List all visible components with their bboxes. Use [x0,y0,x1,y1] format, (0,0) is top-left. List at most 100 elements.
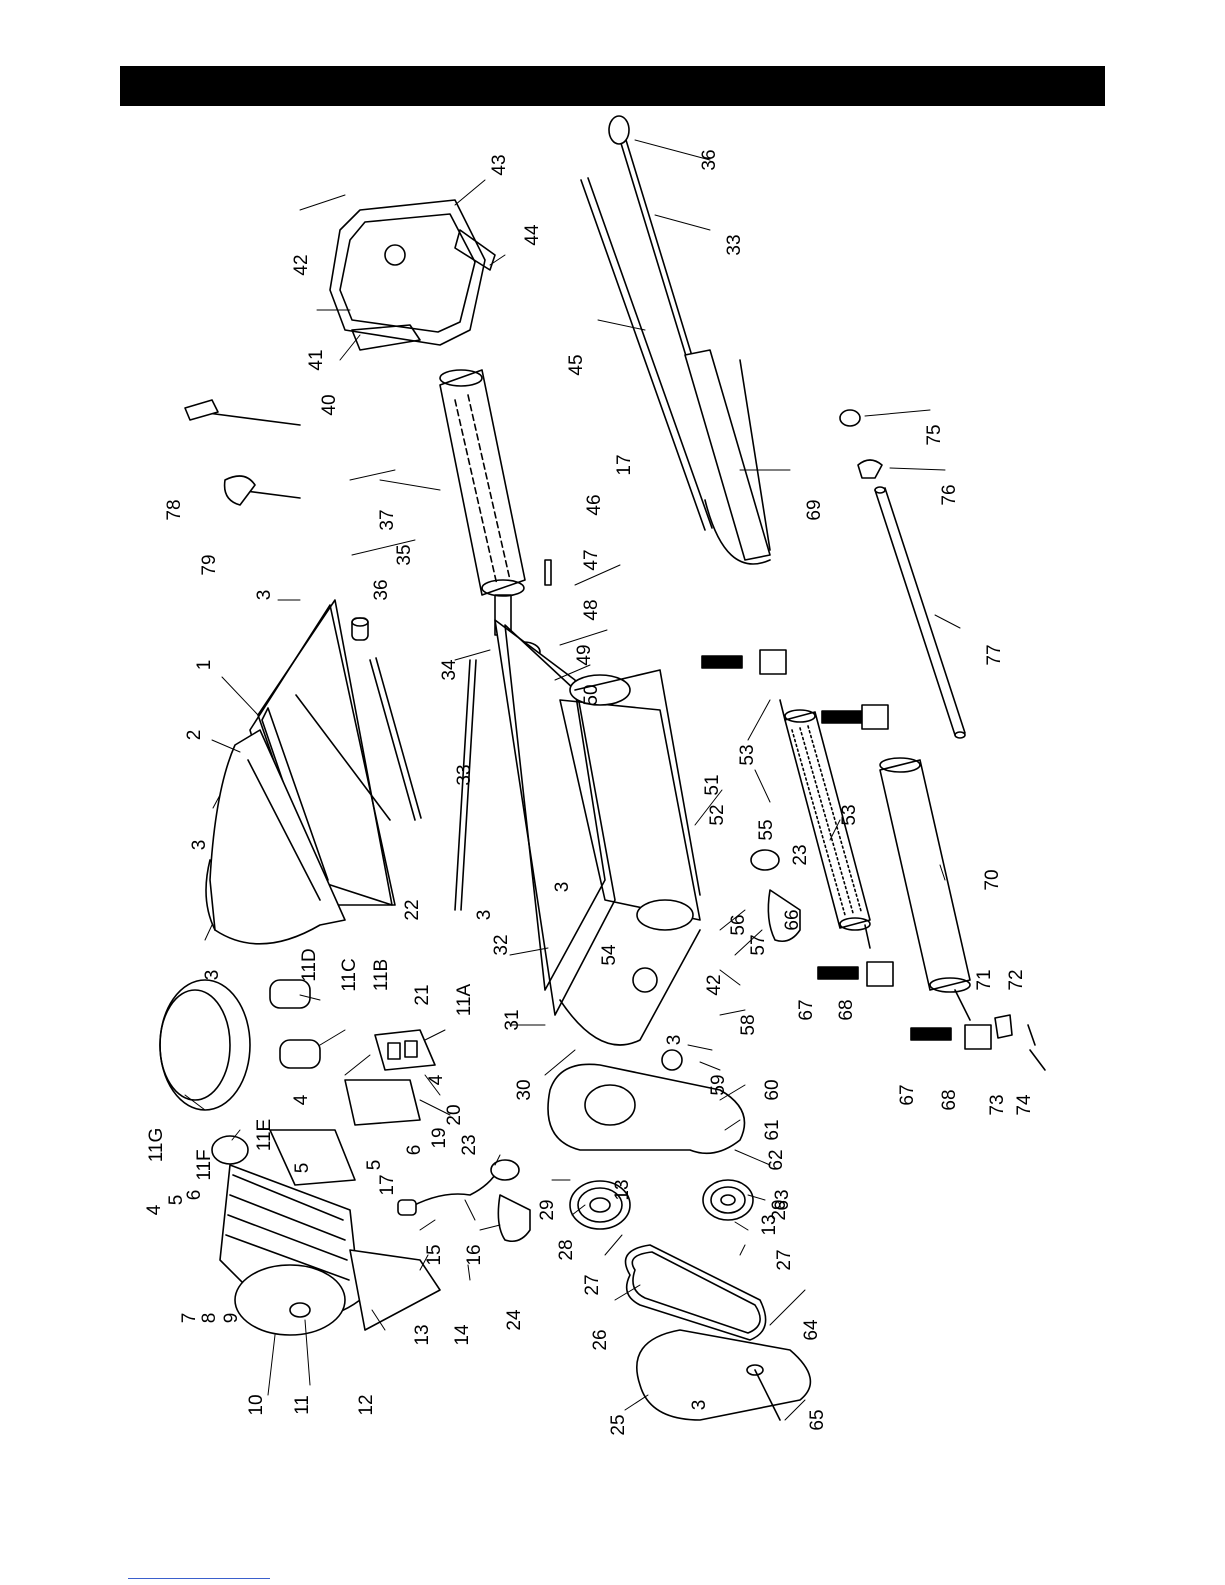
pulley-part [569,1179,754,1230]
callout-label: 41 [306,349,327,370]
callout-label: 70 [982,869,1003,890]
key-part [544,559,552,586]
callout-label: 64 [801,1319,822,1341]
callout-label: 11 [292,1395,313,1415]
callout-label: 2 [184,730,205,741]
callout-label: 68 [836,999,857,1020]
callout-label: 62 [766,1149,787,1170]
callout-label: 11A [454,983,475,1016]
nut-part [839,409,883,479]
callout-label: 9 [221,1313,242,1324]
callout-label: 53 [839,804,860,825]
callout-label: 5 [364,1160,385,1171]
callout-label: 47 [581,549,602,570]
callout-label: 3 [664,1035,685,1046]
rod-part-2 [874,486,966,739]
bearing-block-part [759,649,992,1050]
rod-part [369,657,422,821]
callout-label: 65 [807,1409,828,1430]
callout-label: 37 [377,509,398,530]
callout-label: 29 [769,1199,790,1220]
callout-label: 10 [246,1394,267,1415]
callout-label: 44 [522,224,543,246]
callout-label: 13 [412,1324,433,1345]
callout-label: 29 [537,1199,558,1220]
callout-label: 53 [737,744,758,765]
belt-guard-part [547,1063,746,1155]
callout-label: 32 [491,934,512,955]
feed-roller-part [779,699,871,949]
callout-label: 76 [939,484,960,505]
callout-label: 36 [371,579,392,600]
callout-label: 51 [702,774,723,795]
callout-label: 20 [444,1104,465,1125]
callout-label: 46 [584,494,605,515]
callout-label: 78 [164,499,185,520]
callout-label: 3 [202,970,223,981]
callout-label: 34 [439,659,460,681]
callout-label: 72 [1006,969,1027,990]
callout-label: 11F [194,1149,215,1180]
callout-label: 36 [699,149,720,170]
callout-label: 21 [412,984,433,1005]
callout-label: 11C [339,958,360,991]
callout-label: 71 [974,969,995,990]
callout-label: 52 [707,804,728,825]
callout-label: 16 [464,1244,485,1265]
callout-label: 7 [179,1313,200,1324]
drive-belt-part [624,1244,767,1341]
callout-label: 75 [924,424,945,445]
callout-label: 60 [762,1079,783,1100]
callout-label: 68 [939,1089,960,1110]
callout-label: 43 [489,154,510,175]
callout-label: 30 [514,1079,535,1100]
callout-label: 5 [292,1163,313,1174]
callout-label: 23 [790,844,811,865]
fan-cover-part [159,979,251,1111]
callout-label: 54 [599,944,620,966]
motor-part [219,1164,441,1336]
callout-label: 67 [897,1084,918,1105]
callout-label: 35 [394,544,415,565]
fan-part [211,1135,249,1165]
callout-label: 13 [612,1179,633,1200]
outfeed-roller-part [879,757,971,1021]
callout-label: 59 [708,1074,729,1095]
dust-hood-part [329,199,496,351]
spacer-part-2 [750,849,801,943]
chip-chute-part [205,729,346,945]
callout-label: 11D [299,948,320,981]
footer-rule [128,1578,270,1579]
spacer-part [490,1159,531,1243]
callout-label: 4 [426,1074,447,1085]
pulley-cover-part [636,1329,812,1421]
callout-label: 6 [404,1145,425,1156]
callout-label: 74 [1014,1094,1035,1116]
callout-label: 11E [254,1119,275,1151]
callout-label: 48 [581,599,602,620]
callout-label: 27 [774,1249,795,1270]
callout-label: 40 [319,394,340,415]
callout-label: 61 [762,1119,783,1140]
callout-label: 13 [759,1214,780,1235]
callout-label: 28 [556,1239,577,1260]
callout-label: 12 [356,1394,377,1415]
header-bar [120,66,1105,106]
shaft-part [454,659,477,911]
callout-label: 66 [782,909,803,930]
callout-label: 26 [590,1329,611,1350]
callout-label: 55 [756,819,777,840]
callout-label: 3 [254,590,275,601]
callout-label: 11B [371,959,392,991]
spring-part [701,655,952,1041]
callout-label: 15 [424,1244,445,1265]
leader-lines [184,139,961,1421]
callout-label: 77 [984,644,1005,665]
bushing-part [351,617,369,641]
callout-label: 4 [144,1204,165,1215]
callout-label: 63 [772,1189,793,1210]
callout-label: 27 [582,1274,603,1295]
callout-label: 14 [452,1324,473,1346]
callout-label: 3 [189,840,210,851]
callout-label: 5 [166,1195,187,1206]
